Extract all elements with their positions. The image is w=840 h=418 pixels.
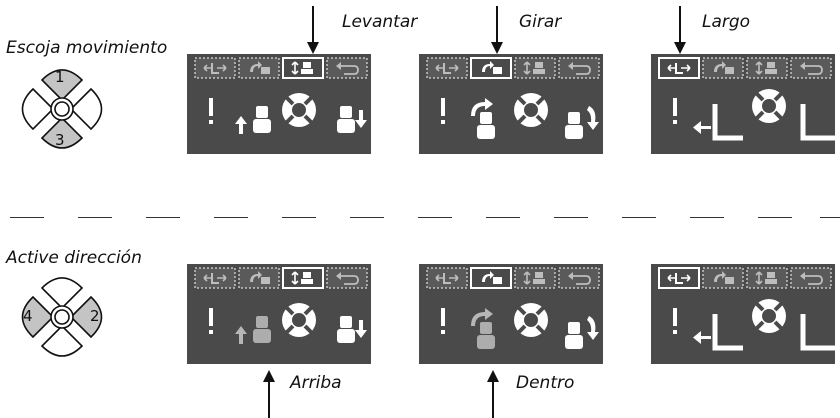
separator-dash — [282, 217, 316, 218]
separator-dash — [10, 217, 44, 218]
lift-label: Levantar — [342, 12, 418, 32]
joystick-pad-bottom: 4 2 — [12, 270, 112, 364]
length-label: Largo — [702, 12, 751, 32]
joystick-left-number: 4 — [23, 307, 33, 325]
joystick-up-pad — [40, 69, 84, 102]
inside-label: Dentro — [516, 373, 575, 393]
joystick-left-pad — [21, 87, 55, 131]
display-panel-lift — [187, 54, 371, 154]
joystick-right-pad — [69, 87, 103, 131]
arrow-down-rotate — [490, 6, 504, 54]
arrow-down-lift — [306, 6, 320, 54]
joystick-down-pad — [40, 116, 84, 149]
activate-direction-label: Active dirección — [6, 248, 142, 268]
rotate-label: Girar — [519, 12, 562, 32]
display-panel-length — [651, 54, 835, 154]
joystick-right-number: 2 — [90, 307, 100, 325]
separator-dash — [622, 217, 656, 218]
separator-dash — [820, 217, 840, 218]
separator-dash — [486, 217, 520, 218]
joystick-down-number: 3 — [55, 131, 65, 149]
separator-dash — [214, 217, 248, 218]
joystick-up-number: 1 — [55, 68, 65, 86]
separator-dash — [690, 217, 724, 218]
separator-dash — [418, 217, 452, 218]
display-panel-lift-up — [187, 264, 371, 364]
display-panel-length-bottom — [651, 264, 835, 364]
joystick-pad-top: 1 3 — [12, 62, 112, 156]
arrow-up-inside — [486, 370, 500, 418]
display-panel-rotate-in — [419, 264, 603, 364]
separator-dash — [758, 217, 792, 218]
separator-dash — [146, 217, 180, 218]
up-label: Arriba — [290, 373, 342, 393]
arrow-up-up — [262, 370, 276, 418]
separator-dash — [78, 217, 112, 218]
separator-dash — [554, 217, 588, 218]
choose-movement-label: Escoja movimiento — [6, 38, 168, 58]
separator-dash — [350, 217, 384, 218]
arrow-down-length — [673, 6, 687, 54]
display-panel-rotate — [419, 54, 603, 154]
